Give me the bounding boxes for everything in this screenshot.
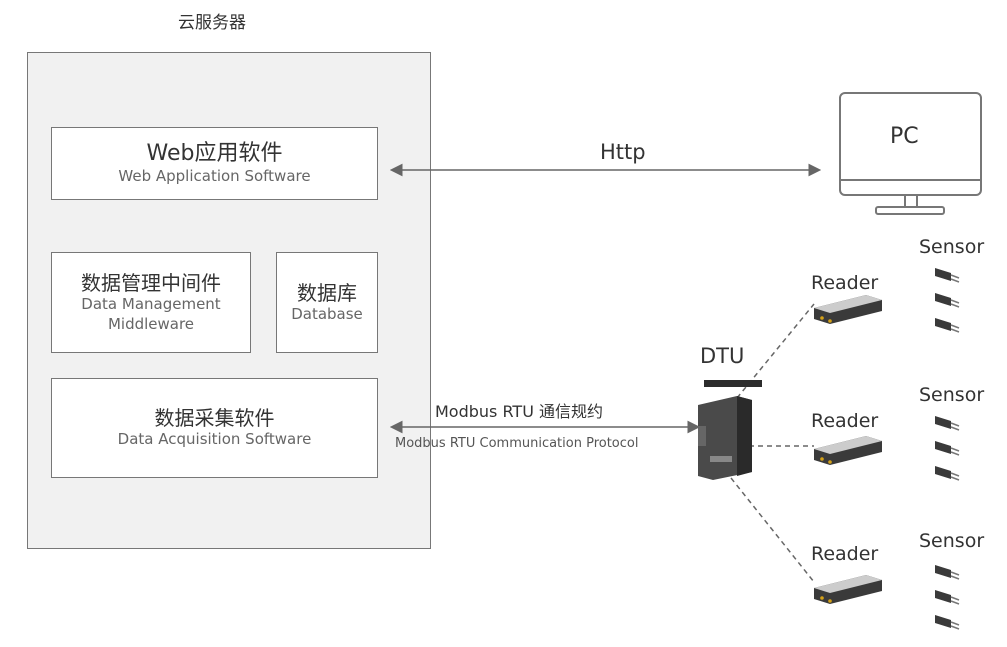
modbus-label-en: Modbus RTU Communication Protocol: [395, 436, 639, 451]
database-title-zh: 数据库: [297, 280, 357, 305]
acquisition-title-zh: 数据采集软件: [154, 406, 275, 431]
web-app-box: Web应用软件 Web Application Software: [51, 127, 378, 200]
modbus-label-zh: Modbus RTU 通信规约: [435, 402, 603, 421]
http-label: Http: [600, 140, 646, 164]
sensor-group-2: [935, 416, 960, 481]
web-app-title-en: Web Application Software: [118, 166, 311, 185]
reader-label-1: Reader: [811, 272, 879, 294]
acquisition-title-en: Data Acquisition Software: [117, 430, 312, 449]
sensor-label-1: Sensor: [919, 236, 985, 258]
sensor-icon: [935, 416, 960, 431]
sensor-icon: [935, 293, 960, 308]
sensor-label-2: Sensor: [919, 384, 985, 406]
sensor-label-3: Sensor: [919, 530, 985, 552]
cloud-server-frame: Web应用软件 Web Application Software 数据管理中间件…: [27, 52, 431, 549]
pc-label: PC: [890, 124, 919, 149]
database-title-en: Database: [291, 304, 363, 323]
middleware-title-en-line2: Middleware: [107, 314, 195, 333]
sensor-icon: [935, 318, 960, 333]
acquisition-box: 数据采集软件 Data Acquisition Software: [51, 378, 378, 478]
sensor-icon: [935, 565, 960, 580]
reader-label-3: Reader: [811, 543, 879, 565]
middleware-box: 数据管理中间件 Data Management Middleware: [51, 252, 251, 353]
web-app-title-zh: Web应用软件: [146, 140, 283, 166]
sensor-group-3: [935, 565, 960, 630]
sensor-icon: [935, 268, 960, 283]
middleware-title-en-line1: Data Management: [81, 295, 221, 313]
pc-monitor-icon: [839, 92, 982, 215]
reader-device-icon-3: [814, 575, 882, 604]
reader-device-icon-1: [814, 295, 882, 324]
reader-device-icon-2: [814, 436, 882, 465]
dtu-reader-link-3: [730, 477, 815, 583]
sensor-icon: [935, 590, 960, 605]
middleware-title-zh: 数据管理中间件: [81, 271, 221, 295]
cloud-server-title: 云服务器: [178, 13, 246, 33]
reader-label-2: Reader: [811, 410, 879, 432]
database-box: 数据库 Database: [276, 252, 378, 353]
sensor-icon: [935, 466, 960, 481]
sensor-icon: [935, 615, 960, 630]
dtu-label: DTU: [700, 344, 745, 368]
sensor-icon: [935, 441, 960, 456]
dtu-device-icon: [698, 380, 762, 480]
